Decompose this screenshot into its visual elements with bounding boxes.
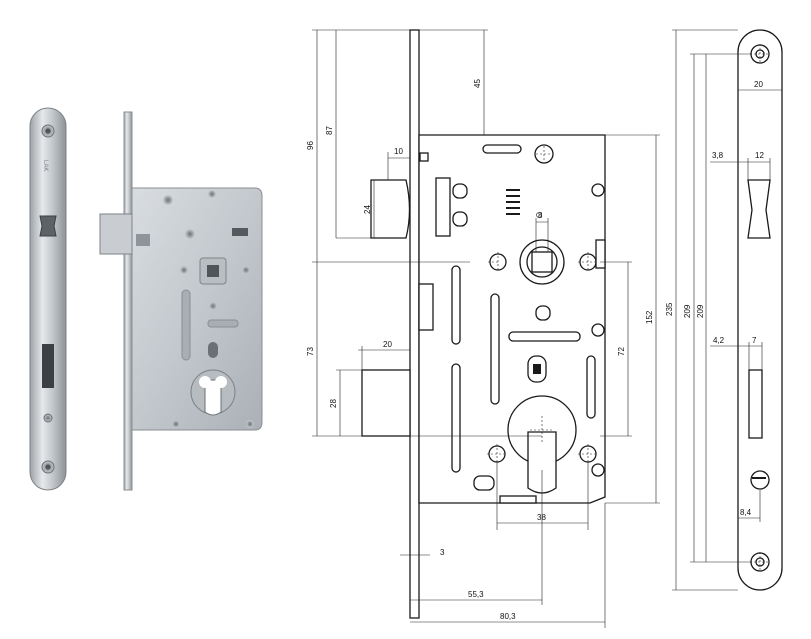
dimension-55-3: 55,3 bbox=[468, 590, 484, 599]
dimension-8-4: 8,4 bbox=[740, 508, 752, 517]
dimension-209-b: 209 bbox=[696, 304, 705, 318]
dimension-87: 87 bbox=[325, 126, 334, 135]
dimension-10: 10 bbox=[394, 147, 403, 156]
faceplate-drawing: 235 209 209 20 3,8 12 4,2 7 8,4 bbox=[665, 29, 783, 591]
lock-body-photo bbox=[99, 111, 263, 491]
faceplate-logo: LAK bbox=[42, 160, 48, 171]
dimension-72: 72 bbox=[617, 347, 626, 356]
faceplate-latch-opening bbox=[39, 215, 57, 237]
dimension-20-faceplate: 20 bbox=[754, 80, 763, 89]
latch-bolt bbox=[99, 213, 133, 255]
dimension-235: 235 bbox=[665, 302, 674, 316]
dimension-7: 7 bbox=[752, 336, 757, 345]
dimension-73: 73 bbox=[306, 347, 315, 356]
faceplate-bolt-opening bbox=[42, 344, 54, 388]
dimension-3-8: 3,8 bbox=[712, 151, 724, 160]
dimension-28: 28 bbox=[329, 399, 338, 408]
dimension-24: 24 bbox=[363, 205, 372, 214]
dimension-80-3: 80,3 bbox=[500, 612, 516, 621]
dimension-96: 96 bbox=[306, 141, 315, 150]
dimension-20-bolt: 20 bbox=[383, 340, 392, 349]
dimension-4-2: 4,2 bbox=[713, 336, 725, 345]
dimension-3: 3 bbox=[440, 548, 445, 557]
dimension-12: 12 bbox=[755, 151, 764, 160]
dimension-8: 8 bbox=[538, 211, 543, 220]
dimension-152: 152 bbox=[645, 310, 654, 324]
dimension-45: 45 bbox=[473, 79, 482, 88]
faceplate-photo: LAK bbox=[29, 107, 67, 491]
dimension-209-a: 209 bbox=[683, 304, 692, 318]
side-view-drawing: 96 87 45 10 24 8 73 20 28 72 152 38 bbox=[306, 29, 660, 628]
dead-bolt-drawing bbox=[361, 369, 411, 437]
latch-bolt-drawing bbox=[370, 179, 411, 239]
